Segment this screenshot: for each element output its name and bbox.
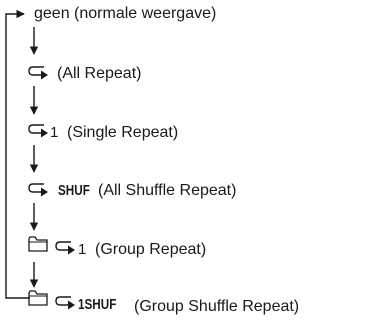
mode-single-repeat-label: (Single Repeat) — [67, 124, 179, 141]
repeat-icon — [55, 296, 75, 310]
folder-icon — [28, 236, 48, 252]
folder-icon — [28, 290, 48, 306]
single-repeat-number: 1 — [50, 124, 59, 141]
mode-group-repeat-label: (Group Repeat) — [95, 241, 207, 258]
group-shuffle-indicator: 1SHUF — [78, 296, 117, 313]
mode-all-repeat-label: (All Repeat) — [57, 65, 142, 82]
group-repeat-number: 1 — [78, 241, 87, 258]
shuffle-indicator: SHUF — [58, 182, 90, 199]
repeat-icon — [28, 124, 48, 138]
repeat-icon — [28, 183, 48, 197]
mode-normal-label: geen (normale weergave) — [34, 5, 217, 22]
mode-all-shuffle-repeat-label: (All Shuffle Repeat) — [98, 182, 237, 199]
loop-back-connector — [5, 9, 30, 299]
mode-group-shuffle-repeat-label: (Group Shuffle Repeat) — [134, 298, 300, 315]
repeat-icon — [28, 66, 48, 80]
repeat-icon — [55, 241, 75, 255]
